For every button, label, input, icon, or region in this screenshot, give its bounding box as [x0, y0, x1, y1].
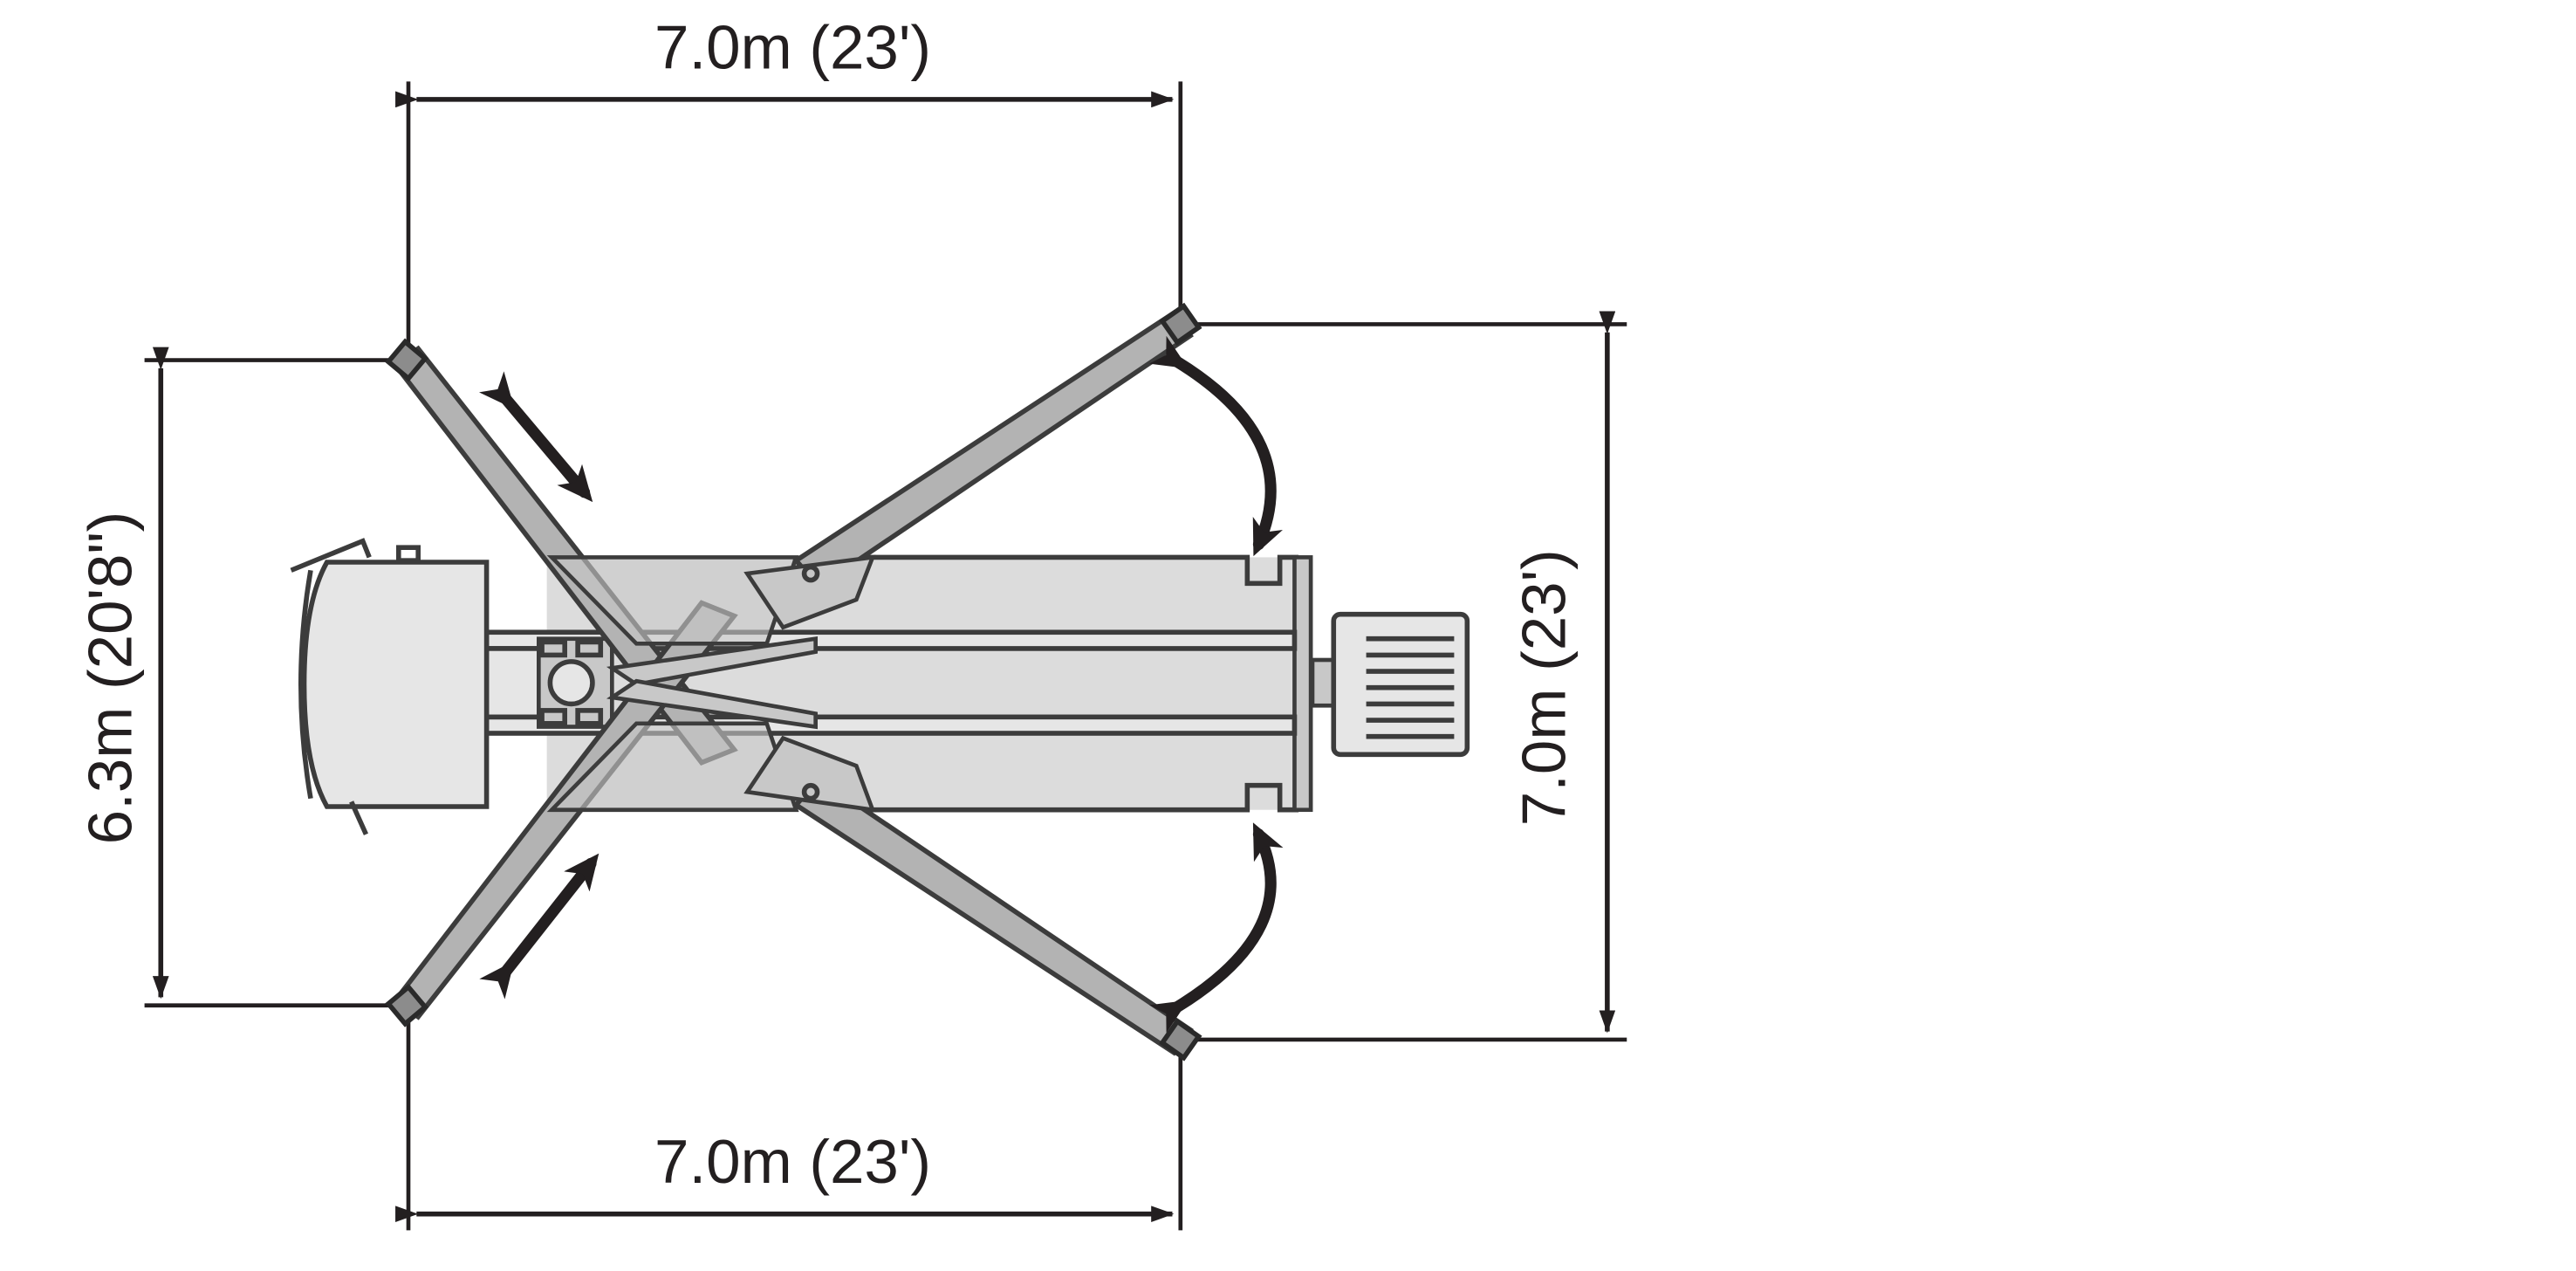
bottom-dimension: 7.0m (23') — [395, 1018, 1183, 1231]
bottom-width-label: 7.0m (23') — [654, 1128, 931, 1197]
outrigger-foot-bottom-left — [385, 983, 429, 1027]
double-headed-arrow-icon — [478, 371, 593, 503]
rear-hinge-bottom — [743, 735, 876, 813]
outrigger-rear-right — [792, 775, 1194, 1056]
top-width-label: 7.0m (23') — [654, 13, 931, 82]
left-dimension: 6.3m (20'8") — [77, 347, 402, 1008]
counterweight-grille — [1366, 636, 1455, 739]
boom-cross-link-top — [606, 636, 818, 687]
slew-ring — [547, 659, 595, 707]
machine-body — [290, 538, 1470, 835]
cab-mirror-top — [290, 538, 372, 573]
outrigger-foot-top-left — [385, 338, 429, 382]
movement-arrows — [478, 335, 1284, 1034]
top-dimension: 7.0m (23') — [395, 13, 1183, 351]
front-hinge-plate-bottom — [546, 721, 799, 813]
double-headed-arrow-icon — [479, 853, 599, 1000]
cab-light — [395, 545, 421, 563]
outrigger-rear-left — [792, 309, 1194, 590]
rear-plate — [1292, 555, 1313, 813]
cab-mirror-bottom — [349, 800, 369, 835]
turret-slot-3 — [539, 708, 567, 726]
turret-slot-2 — [575, 639, 604, 658]
rear-hinge-top — [743, 554, 876, 630]
right-dimension: 7.0m (23') — [1187, 311, 1627, 1042]
outrigger-foot-top-right — [1159, 302, 1202, 347]
counterweight — [1331, 611, 1470, 758]
boom-cross-link-bottom — [606, 678, 818, 730]
front-hinge-plate-top — [546, 555, 799, 646]
left-height-label: 6.3m (20'8") — [77, 512, 146, 845]
right-height-label: 7.0m (23') — [1510, 549, 1579, 826]
operator-cab — [301, 560, 490, 809]
curved-double-arrow-icon — [1149, 822, 1284, 1034]
hinge-pin-top — [801, 564, 820, 583]
turret-slot-1 — [539, 639, 567, 658]
cab-window-curve — [298, 569, 313, 800]
turret-slot-4 — [575, 708, 604, 726]
curved-double-arrow-icon — [1149, 335, 1283, 557]
hinge-pin-bottom — [801, 782, 820, 801]
